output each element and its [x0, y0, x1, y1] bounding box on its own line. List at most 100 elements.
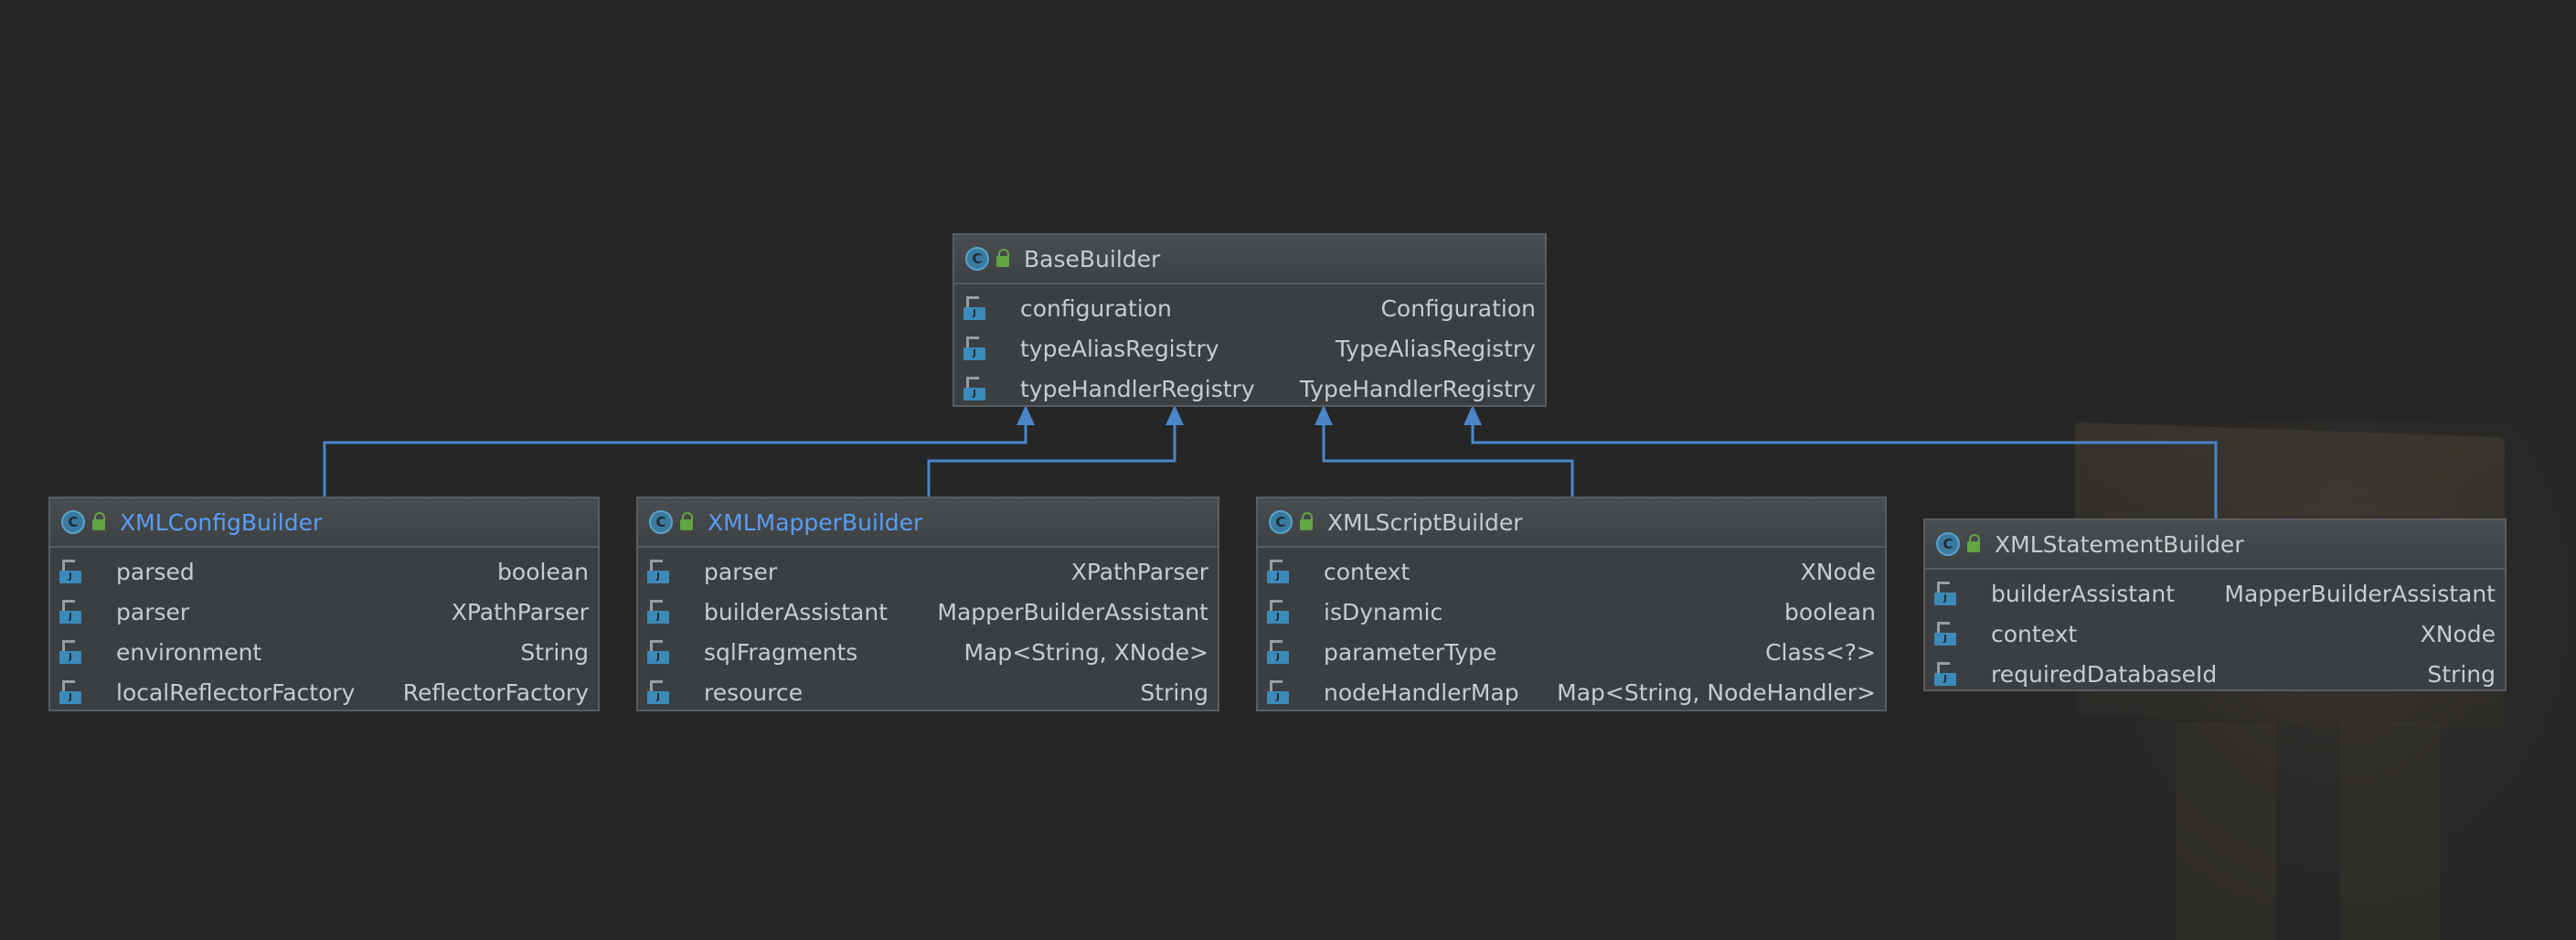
field-row: J sqlFragments Map<String, XNode>	[638, 632, 1218, 672]
class-icon: C	[1936, 532, 1960, 556]
field-type: MapperBuilderAssistant	[2224, 580, 2496, 607]
class-icon: C	[1269, 510, 1293, 534]
field-row: J resource String	[638, 672, 1218, 712]
field-type: XNode	[1800, 558, 1876, 585]
field-icon: J	[647, 679, 671, 705]
field-type: ReflectorFactory	[402, 678, 589, 706]
field-name: environment	[116, 638, 262, 666]
field-type: boolean	[1784, 598, 1876, 625]
class-name: BaseBuilder	[1024, 245, 1161, 272]
field-icon: J	[59, 599, 83, 625]
class-box-xmlconfigbuilder[interactable]: C XMLConfigBuilder J parsed boolean J pa…	[48, 497, 600, 711]
edge-statement-to-base	[1471, 413, 2218, 518]
field-row: J builderAssistant MapperBuilderAssistan…	[638, 592, 1218, 632]
field-name: context	[1324, 558, 1410, 585]
field-type: XNode	[2420, 620, 2496, 647]
public-lock-icon	[92, 512, 105, 530]
field-name: configuration	[1020, 294, 1172, 322]
field-icon: J	[59, 679, 83, 705]
field-name: sqlFragments	[704, 638, 858, 666]
class-header: C XMLScriptBuilder	[1258, 498, 1885, 548]
field-type: Map<String, XNode>	[963, 638, 1208, 666]
field-name: isDynamic	[1324, 598, 1443, 625]
arrowhead-script	[1315, 405, 1333, 425]
field-icon: J	[963, 295, 987, 321]
class-header: C BaseBuilder	[954, 235, 1545, 284]
arrowhead-mapper	[1166, 405, 1184, 425]
edge-config-to-base	[323, 413, 1027, 497]
field-type: boolean	[497, 558, 589, 585]
background-leg-left	[2176, 722, 2276, 940]
field-icon: J	[1934, 581, 1958, 606]
class-name: XMLStatementBuilder	[1995, 530, 2244, 558]
field-icon: J	[1934, 621, 1958, 646]
field-name: requiredDatabaseId	[1991, 660, 2218, 688]
field-type: Configuration	[1380, 294, 1536, 322]
background-leg-right	[2340, 722, 2441, 940]
class-name: XMLScriptBuilder	[1327, 508, 1523, 536]
field-list: J configuration Configuration J typeAlia…	[954, 284, 1545, 409]
field-row: J typeAliasRegistry TypeAliasRegistry	[954, 328, 1545, 369]
field-type: TypeHandlerRegistry	[1299, 375, 1536, 402]
field-list: J builderAssistant MapperBuilderAssistan…	[1925, 570, 2505, 694]
field-icon: J	[963, 336, 987, 361]
field-type: String	[520, 638, 589, 666]
field-row: J requiredDatabaseId String	[1925, 654, 2505, 694]
field-row: J environment String	[50, 632, 598, 672]
class-header: C XMLStatementBuilder	[1925, 520, 2505, 570]
class-icon: C	[965, 247, 989, 271]
edge-mapper-to-base	[927, 413, 1176, 497]
field-name: context	[1991, 620, 2078, 647]
arrowhead-statement	[1464, 405, 1482, 425]
field-name: builderAssistant	[704, 598, 889, 625]
field-type: MapperBuilderAssistant	[937, 598, 1208, 625]
class-box-xmlstatementbuilder[interactable]: C XMLStatementBuilder J builderAssistant…	[1923, 518, 2507, 691]
field-row: J nodeHandlerMap Map<String, NodeHandler…	[1258, 672, 1885, 712]
class-box-basebuilder[interactable]: C BaseBuilder J configuration Configurat…	[953, 233, 1547, 407]
field-type: XPathParser	[451, 598, 589, 625]
field-name: typeHandlerRegistry	[1020, 375, 1255, 402]
field-icon: J	[647, 639, 671, 665]
class-box-xmlscriptbuilder[interactable]: C XMLScriptBuilder J context XNode J isD…	[1256, 497, 1887, 711]
field-icon: J	[963, 376, 987, 401]
field-type: Map<String, NodeHandler>	[1557, 678, 1876, 706]
field-icon: J	[647, 599, 671, 625]
field-list: J parser XPathParser J builderAssistant …	[638, 548, 1218, 712]
field-name: parameterType	[1324, 638, 1497, 666]
edge-script-to-base	[1322, 413, 1574, 497]
field-icon: J	[59, 559, 83, 584]
field-row: J typeHandlerRegistry TypeHandlerRegistr…	[954, 369, 1545, 409]
field-name: parser	[704, 558, 778, 585]
field-type: XPathParser	[1070, 558, 1208, 585]
field-name: parser	[116, 598, 190, 625]
field-icon: J	[59, 639, 83, 665]
class-header: C XMLMapperBuilder	[638, 498, 1218, 548]
public-lock-icon	[680, 512, 693, 530]
public-lock-icon	[1967, 534, 1980, 552]
field-list: J context XNode J isDynamic boolean J pa…	[1258, 548, 1885, 712]
field-icon: J	[1267, 599, 1291, 625]
class-name: XMLConfigBuilder	[120, 508, 323, 536]
field-row: J parser XPathParser	[50, 592, 598, 632]
class-icon: C	[61, 510, 85, 534]
field-type: String	[2427, 660, 2496, 688]
field-row: J context XNode	[1925, 614, 2505, 654]
field-name: builderAssistant	[1991, 580, 2176, 607]
field-type: Class<?>	[1765, 638, 1876, 666]
class-icon: C	[649, 510, 673, 534]
field-row: J builderAssistant MapperBuilderAssistan…	[1925, 573, 2505, 614]
class-box-xmlmapperbuilder[interactable]: C XMLMapperBuilder J parser XPathParser …	[636, 497, 1219, 711]
field-row: J localReflectorFactory ReflectorFactory	[50, 672, 598, 712]
field-row: J configuration Configuration	[954, 288, 1545, 328]
field-name: typeAliasRegistry	[1020, 335, 1219, 362]
field-name: resource	[704, 678, 804, 706]
class-header: C XMLConfigBuilder	[50, 498, 598, 548]
field-name: parsed	[116, 558, 195, 585]
field-type: String	[1140, 678, 1208, 706]
field-list: J parsed boolean J parser XPathParser J …	[50, 548, 598, 712]
field-row: J context XNode	[1258, 551, 1885, 592]
field-type: TypeAliasRegistry	[1335, 335, 1536, 362]
field-row: J parameterType Class<?>	[1258, 632, 1885, 672]
field-name: nodeHandlerMap	[1324, 678, 1519, 706]
